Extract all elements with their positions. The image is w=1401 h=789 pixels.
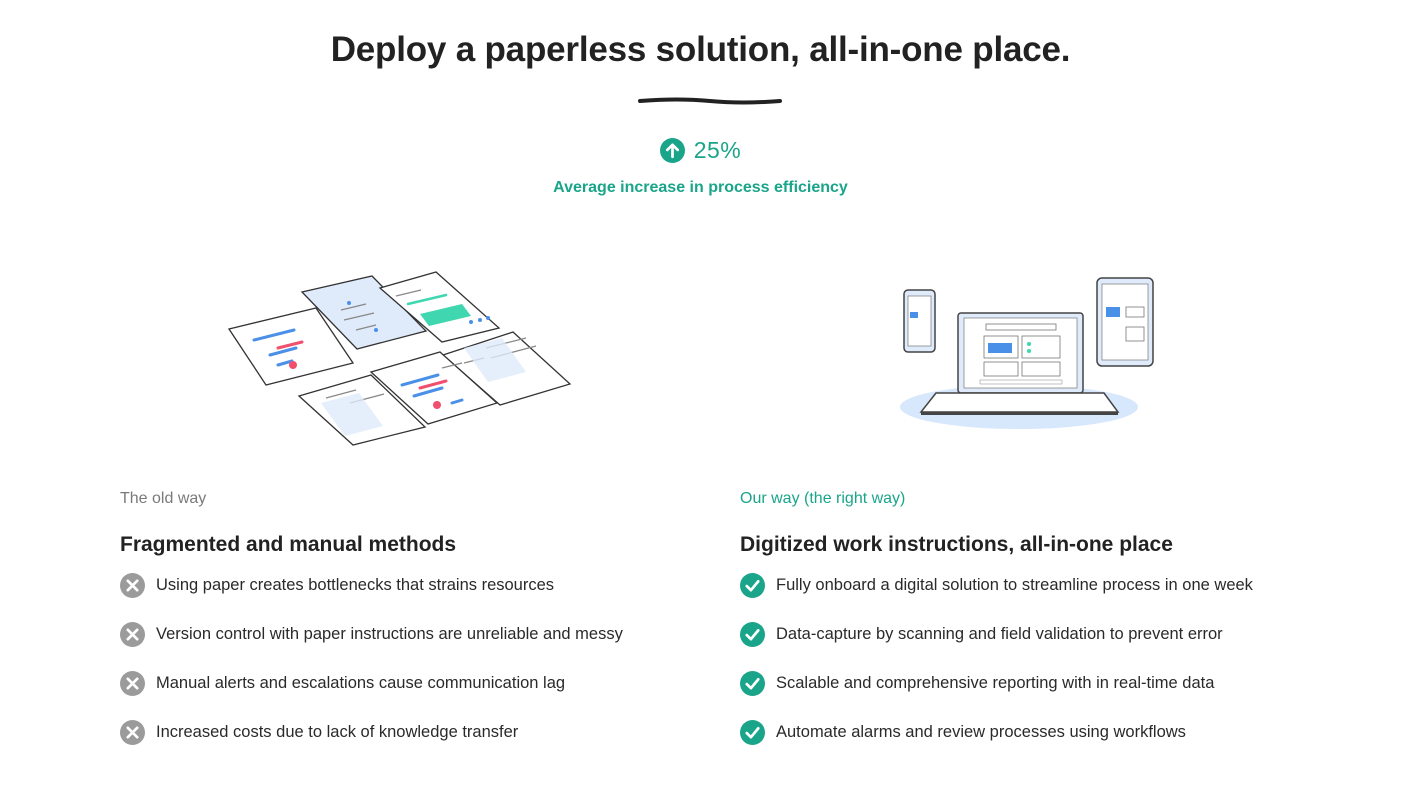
list-item: Version control with paper instructions … [120,622,720,647]
our-way-heading: Digitized work instructions, all-in-one … [740,533,1173,556]
list-item-text: Automate alarms and review processes usi… [776,723,1186,741]
list-item: Automate alarms and review processes usi… [740,720,1340,745]
x-circle-icon [120,573,145,598]
our-way-column: Our way (the right way) Digitized work i… [740,490,1340,769]
arrow-up-circle-icon [659,138,685,163]
stat-block: 25% [0,137,1401,168]
list-item-text: Version control with paper instructions … [156,625,623,643]
x-circle-icon [120,720,145,745]
stat-value: 25% [693,137,742,163]
old-way-heading: Fragmented and manual methods [120,533,457,556]
x-circle-icon [120,671,145,696]
old-way-eyebrow: The old way [120,490,207,507]
check-circle-icon [740,573,765,598]
check-circle-icon [740,720,765,745]
title-underline [638,97,782,105]
list-item: Using paper creates bottlenecks that str… [120,573,720,598]
old-way-column: The old way Fragmented and manual method… [120,490,720,769]
list-item-text: Increased costs due to lack of knowledge… [156,723,519,741]
list-item-text: Scalable and comprehensive reporting wit… [776,674,1215,692]
list-item-text: Using paper creates bottlenecks that str… [156,576,555,594]
digital-devices-illustration [900,277,1154,429]
list-item: Data-capture by scanning and field valid… [740,622,1340,647]
check-circle-icon [740,622,765,647]
list-item: Scalable and comprehensive reporting wit… [740,671,1340,696]
our-way-eyebrow: Our way (the right way) [740,490,906,507]
list-item-text: Manual alerts and escalations cause comm… [156,674,566,692]
our-way-list: Fully onboard a digital solution to stre… [740,573,1340,745]
list-item: Manual alerts and escalations cause comm… [120,671,720,696]
list-item: Fully onboard a digital solution to stre… [740,573,1340,598]
old-way-list: Using paper creates bottlenecks that str… [120,573,720,745]
paper-documents-illustration [227,271,572,446]
x-circle-icon [120,622,145,647]
check-circle-icon [740,671,765,696]
list-item-text: Fully onboard a digital solution to stre… [776,576,1253,594]
stat-caption: Average increase in process efficiency [553,179,848,196]
list-item: Increased costs due to lack of knowledge… [120,720,720,745]
list-item-text: Data-capture by scanning and field valid… [776,625,1223,643]
page-title: Deploy a paperless solution, all-in-one … [330,30,1071,69]
